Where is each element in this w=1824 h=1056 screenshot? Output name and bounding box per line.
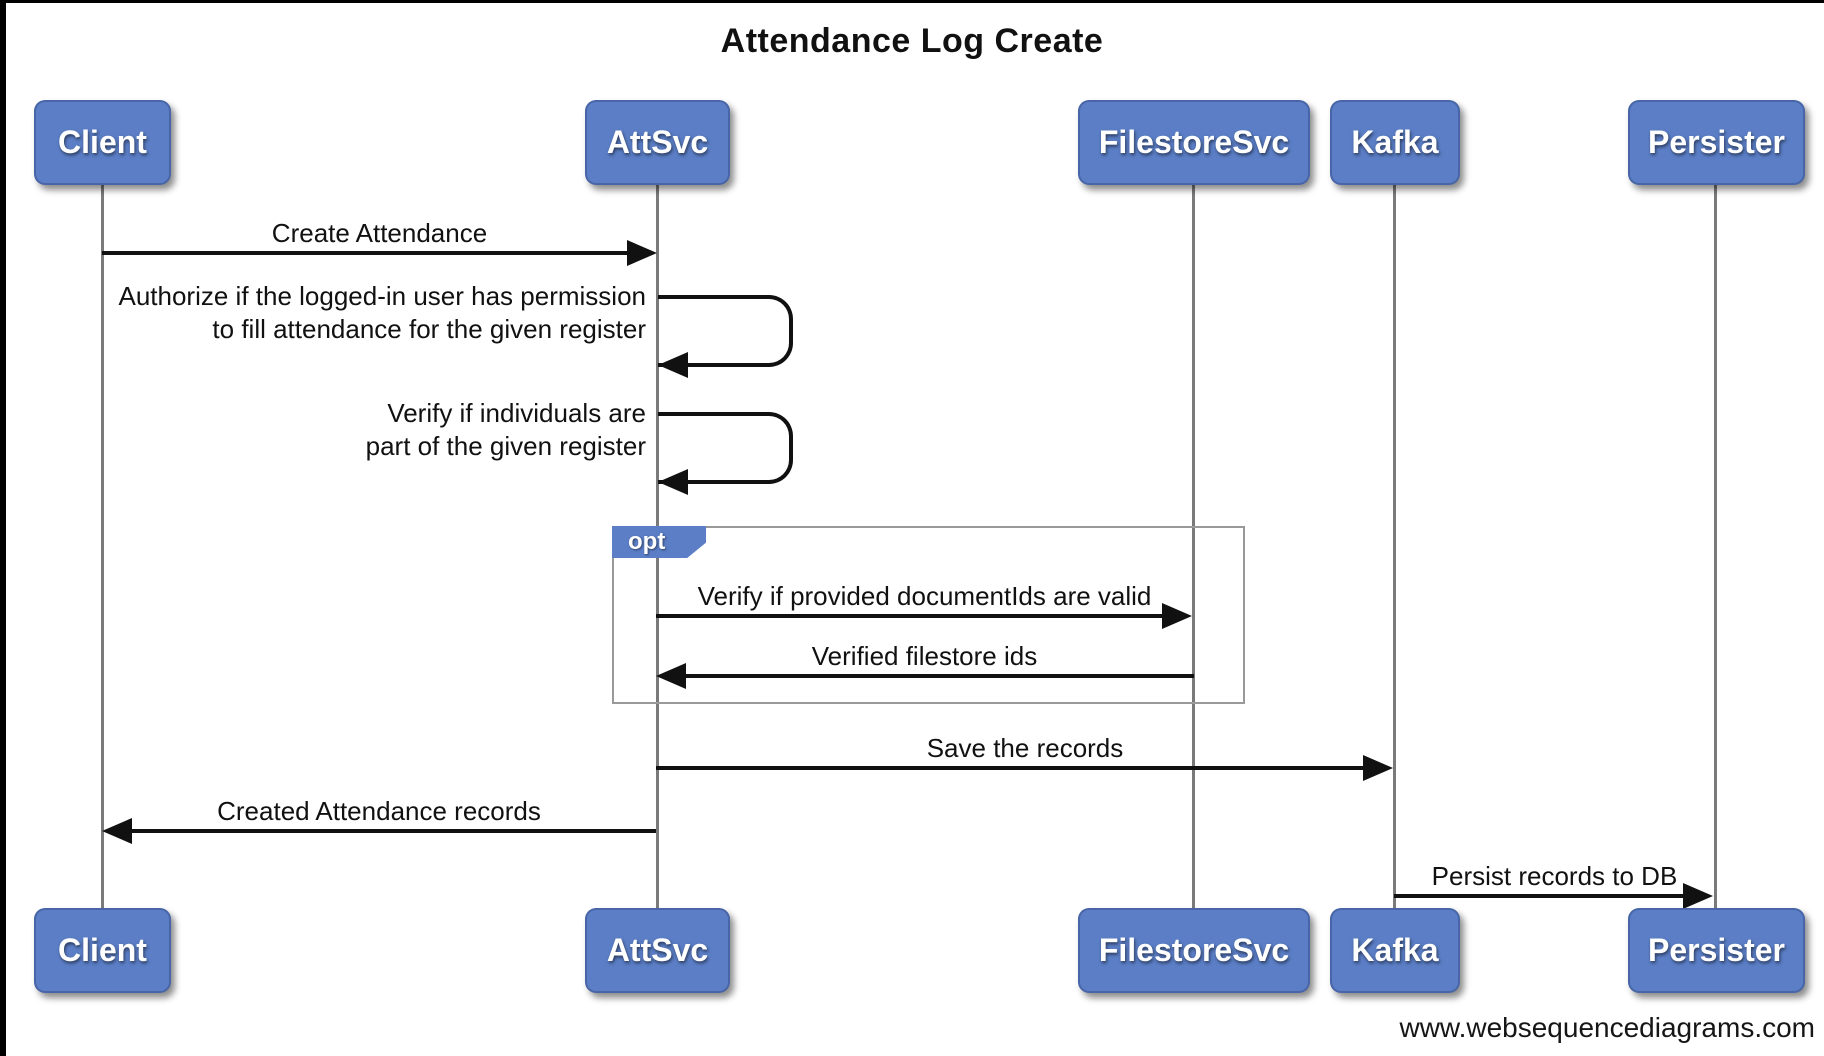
actor-label-filestoresvc: FilestoreSvc — [1098, 932, 1290, 968]
lifeline-kafka — [1393, 185, 1396, 908]
message-label: Create Attendance — [271, 218, 488, 248]
message-label: Authorize if the logged-in user has perm… — [60, 280, 646, 346]
opt-fragment-label: opt — [628, 528, 666, 555]
message-label: Verify if individuals are part of the gi… — [60, 397, 646, 463]
lifeline-filestoresvc — [1192, 185, 1195, 908]
actor-label-kafka: Kafka — [1351, 932, 1439, 968]
arrowhead-right — [1683, 883, 1713, 909]
arrowhead-left — [102, 818, 132, 844]
lifeline-persister — [1714, 185, 1717, 908]
actor-box-attsvc-top: AttSvc — [585, 100, 730, 185]
message-label: Verify if provided documentIds are valid — [697, 581, 1152, 611]
actor-label-persister: Persister — [1648, 124, 1785, 160]
actor-label-kafka: Kafka — [1351, 124, 1439, 160]
message-label-line2: to fill attendance for the given registe… — [212, 314, 646, 344]
message-line — [686, 674, 1194, 678]
actor-box-persister-top: Persister — [1628, 100, 1805, 185]
arrowhead-left — [658, 469, 688, 495]
arrowhead-left — [658, 352, 688, 378]
actor-label-filestoresvc: FilestoreSvc — [1098, 124, 1290, 160]
actor-box-client-bottom: Client — [34, 908, 171, 993]
actor-box-kafka-bottom: Kafka — [1330, 908, 1460, 993]
actor-box-persister-bottom: Persister — [1628, 908, 1805, 993]
top-edge-strip — [0, 0, 1824, 3]
message-label: Created Attendance records — [217, 796, 541, 826]
self-loop — [658, 295, 793, 367]
message-label: Persist records to DB — [1431, 861, 1678, 891]
diagram-title: Attendance Log Create — [720, 22, 1104, 60]
message-line — [656, 614, 1164, 618]
actor-label-persister: Persister — [1648, 932, 1785, 968]
self-loop — [658, 412, 793, 484]
message-label-line1: Authorize if the logged-in user has perm… — [118, 281, 646, 311]
watermark: www.websequencediagrams.com — [1399, 1012, 1815, 1043]
actor-label-client: Client — [58, 124, 147, 160]
actor-label-attsvc: AttSvc — [606, 124, 709, 160]
lifeline-client — [101, 185, 104, 908]
arrowhead-left — [656, 663, 686, 689]
message-label: Verified filestore ids — [811, 641, 1038, 671]
arrowhead-right — [627, 240, 657, 266]
message-line — [132, 829, 656, 833]
actor-box-filestoresvc-bottom: FilestoreSvc — [1078, 908, 1310, 993]
message-line — [656, 766, 1365, 770]
actor-box-kafka-top: Kafka — [1330, 100, 1460, 185]
actor-box-filestoresvc-top: FilestoreSvc — [1078, 100, 1310, 185]
actor-label-client: Client — [58, 932, 147, 968]
message-line — [1394, 894, 1685, 898]
message-line — [102, 251, 629, 255]
message-label: Save the records — [926, 733, 1124, 763]
arrowhead-right — [1363, 755, 1393, 781]
left-edge-strip — [0, 0, 6, 1056]
actor-label-attsvc: AttSvc — [606, 932, 709, 968]
message-label-line1: Verify if individuals are — [387, 398, 646, 428]
arrowhead-right — [1162, 603, 1192, 629]
opt-fragment-tab: opt — [612, 526, 706, 558]
actor-box-attsvc-bottom: AttSvc — [585, 908, 730, 993]
actor-box-client-top: Client — [34, 100, 171, 185]
opt-fragment — [612, 526, 1245, 704]
message-label-line2: part of the given register — [365, 431, 646, 461]
